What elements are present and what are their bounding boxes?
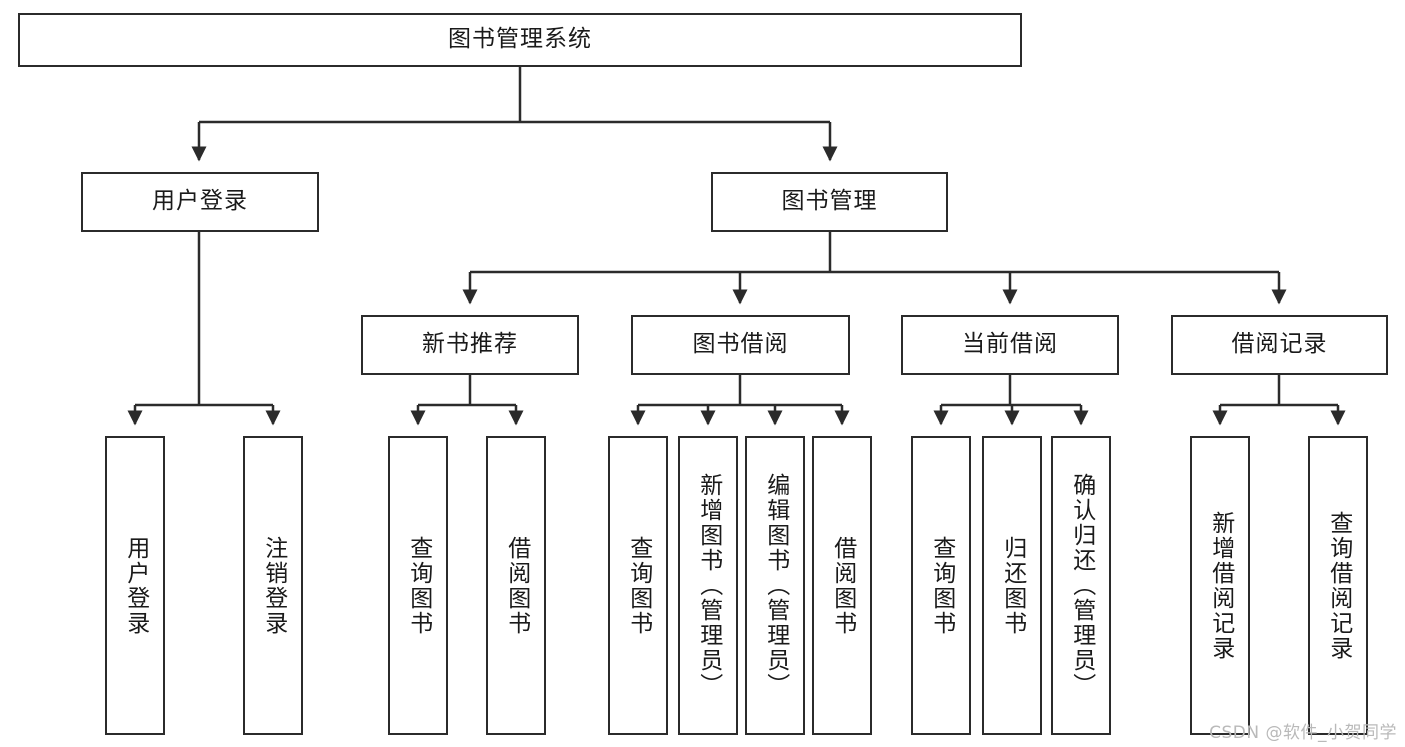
leaf-user-login[interactable]: 用户登录 [105,436,165,735]
node-user-login-label: 用户登录 [152,188,248,215]
leaf-user-logout-label: 注销登录 [260,535,287,636]
leaf-borrow-book-recommend[interactable]: 借阅图书 [486,436,546,735]
node-book-management-label: 图书管理 [781,188,878,215]
leaf-query-book-current-label: 查询图书 [928,535,955,636]
leaf-query-book-recommend-label: 查询图书 [405,535,432,636]
node-book-borrow-label: 图书借阅 [692,331,789,358]
node-borrow-records[interactable]: 借阅记录 [1171,315,1388,375]
leaf-query-book-borrow-label: 查询图书 [625,535,652,636]
node-root-label: 图书管理系统 [448,26,592,53]
watermark-text: CSDN @软件_小贺同学 [1209,723,1397,743]
leaf-borrow-book-recommend-label: 借阅图书 [503,535,530,636]
leaf-add-book-admin-label: 新增图书（管理员） [695,473,722,698]
node-current-borrow-label: 当前借阅 [962,331,1058,358]
leaf-confirm-return-admin-label: 确认归还（管理员） [1068,473,1095,698]
leaf-user-login-label: 用户登录 [122,535,149,636]
leaf-query-book-recommend[interactable]: 查询图书 [388,436,448,735]
node-root[interactable]: 图书管理系统 [18,13,1022,67]
node-book-management[interactable]: 图书管理 [711,172,948,232]
node-book-borrow[interactable]: 图书借阅 [631,315,850,375]
node-borrow-records-label: 借阅记录 [1231,331,1328,358]
leaf-query-book-current[interactable]: 查询图书 [911,436,971,735]
leaf-query-book-borrow[interactable]: 查询图书 [608,436,668,735]
leaf-borrow-book-label: 借阅图书 [829,535,856,636]
node-new-book-recommend[interactable]: 新书推荐 [361,315,579,375]
leaf-add-borrow-record-label: 新增借阅记录 [1207,510,1234,661]
leaf-return-book-label: 归还图书 [999,535,1026,636]
node-new-book-recommend-label: 新书推荐 [422,331,518,358]
leaf-add-borrow-record[interactable]: 新增借阅记录 [1190,436,1250,735]
leaf-add-book-admin[interactable]: 新增图书（管理员） [678,436,738,735]
leaf-user-logout[interactable]: 注销登录 [243,436,303,735]
node-user-login[interactable]: 用户登录 [81,172,319,232]
leaf-query-borrow-record[interactable]: 查询借阅记录 [1308,436,1368,735]
leaf-edit-book-admin[interactable]: 编辑图书（管理员） [745,436,805,735]
leaf-borrow-book[interactable]: 借阅图书 [812,436,872,735]
leaf-edit-book-admin-label: 编辑图书（管理员） [762,473,789,698]
leaf-return-book[interactable]: 归还图书 [982,436,1042,735]
leaf-query-borrow-record-label: 查询借阅记录 [1325,510,1352,661]
node-current-borrow[interactable]: 当前借阅 [901,315,1119,375]
leaf-confirm-return-admin[interactable]: 确认归还（管理员） [1051,436,1111,735]
